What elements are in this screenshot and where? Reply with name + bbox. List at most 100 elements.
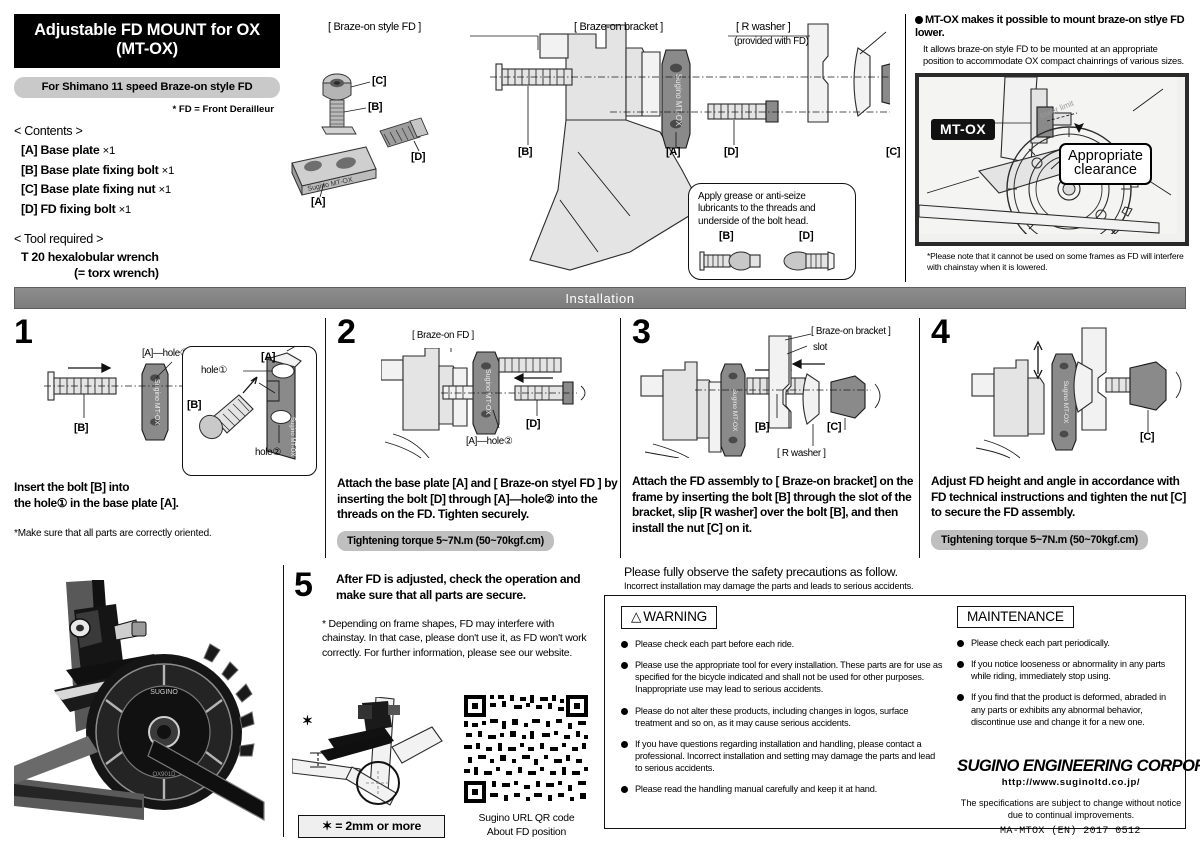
base-plate-3d: Sugino MT-OX bbox=[265, 352, 302, 460]
contents-item-tag: [A] bbox=[21, 143, 38, 158]
grease-bolt-icons bbox=[699, 251, 835, 271]
braze-on-bracket-drawing bbox=[807, 23, 829, 123]
mtox-headline-text: MT-OX makes it possible to mount braze-o… bbox=[915, 14, 1185, 39]
title-line-2: (MT-OX) bbox=[116, 40, 178, 59]
page-title: Adjustable FD MOUNT for OX (MT-OX) bbox=[14, 14, 280, 68]
contents-panel: Adjustable FD MOUNT for OX (MT-OX) For S… bbox=[14, 14, 280, 298]
warning-label: △WARNING bbox=[621, 606, 718, 629]
step-4-text: Adjust FD height and angle in accordance… bbox=[931, 474, 1187, 520]
inset-label-hole2: hole② bbox=[255, 447, 281, 458]
callout-line-2: clearance bbox=[1074, 162, 1137, 179]
grease-label-b: [B] bbox=[719, 230, 734, 242]
maintenance-label: MAINTENANCE bbox=[957, 606, 1074, 628]
contents-item-name: Base plate fixing bolt bbox=[40, 162, 159, 177]
tool-heading: < Tool required > bbox=[14, 231, 104, 246]
contents-item-qty: ×1 bbox=[102, 145, 116, 158]
grease-note-box: Apply grease or anti-seize lubricants to… bbox=[688, 183, 856, 280]
svg-text:Sugino MT-OX: Sugino MT-OX bbox=[1062, 381, 1069, 424]
step-5-clearance-figure bbox=[292, 697, 443, 806]
svg-text:Sugino MT-OX: Sugino MT-OX bbox=[731, 389, 738, 432]
mtox-headline: MT-OX makes it possible to mount braze-o… bbox=[915, 14, 1186, 40]
safety-subtitle: Incorrect installation may damage the pa… bbox=[624, 581, 914, 591]
step-3: 3 Sugino MT-OX bbox=[620, 315, 913, 558]
chainring-drawing bbox=[1006, 125, 1139, 234]
contents-item-name: FD fixing bolt bbox=[40, 201, 116, 216]
svg-text:SUGINO: SUGINO bbox=[150, 689, 178, 696]
contents-item-name: Base plate bbox=[40, 143, 100, 158]
warning-item: Please use the appropriate tool for ever… bbox=[621, 659, 943, 695]
step-4-figure: Sugino MT-OX bbox=[971, 327, 1182, 459]
grease-bolt-d-icon bbox=[783, 251, 835, 271]
step-3-figure: Sugino MT-OX bbox=[640, 333, 881, 458]
safety-body: △WARNING Please check each part before e… bbox=[604, 595, 1200, 829]
title-line-1: Adjustable FD MOUNT for OX bbox=[34, 21, 260, 39]
mtox-tag: MT-OX bbox=[931, 118, 995, 140]
step-1-number: 1 bbox=[14, 313, 33, 351]
svg-text:Sugino MT-OX: Sugino MT-OX bbox=[289, 417, 295, 456]
step-4-label-c: [C] bbox=[1140, 431, 1155, 443]
exploded-part-b: [B] bbox=[518, 146, 533, 158]
qr-caption-line-1: Sugino URL QR code bbox=[478, 813, 575, 824]
contents-item: [A] Base plate ×1 bbox=[14, 143, 280, 157]
step-3-label-slot: slot bbox=[813, 342, 828, 353]
nut-c-drawing bbox=[881, 63, 890, 105]
exploded-part-a: [A] bbox=[666, 146, 681, 158]
svg-text:Sugino MT-OX: Sugino MT-OX bbox=[674, 74, 683, 127]
contents-item-qty: ×1 bbox=[161, 164, 175, 177]
step-3-text: Attach the FD assembly to [ Braze-on bra… bbox=[632, 474, 914, 536]
svg-text:OX901D: OX901D bbox=[152, 772, 176, 778]
photo-label-b: [B] bbox=[368, 101, 383, 113]
inset-label-hole1: hole① bbox=[201, 365, 227, 376]
contents-item: [B] Base plate fixing bolt ×1 bbox=[14, 163, 280, 177]
step-2: 2 Sugino MT-OX bbox=[325, 315, 618, 558]
warning-column: △WARNING Please check each part before e… bbox=[621, 606, 943, 795]
safety-title: Please fully observe the safety precauti… bbox=[624, 565, 898, 579]
contents-item-tag: [D] bbox=[21, 201, 38, 216]
contents-heading: < Contents > bbox=[14, 123, 83, 138]
contents-item-name: Base plate fixing nut bbox=[40, 182, 156, 197]
exploded-part-d: [D] bbox=[724, 146, 739, 158]
contents-item-tag: [B] bbox=[21, 162, 38, 177]
mtox-benefit-panel: MT-OX makes it possible to mount braze-o… bbox=[905, 14, 1189, 282]
step-5: 5 After FD is adjusted, check the operat… bbox=[283, 565, 594, 839]
mtox-subtext: It allows braze-on style FD to be mounte… bbox=[923, 42, 1184, 66]
photo-label-a: [A] bbox=[311, 196, 326, 208]
maintenance-column: MAINTENANCE Please check each part perio… bbox=[957, 606, 1177, 728]
step-2-label-fd: [ Braze-on FD ] bbox=[412, 330, 474, 341]
label-braze-on-bracket: [ Braze-on bracket ] bbox=[574, 21, 664, 33]
step-2-label-a-hole2: [A]—hole② bbox=[466, 436, 513, 447]
warning-triangle-icon: △ bbox=[631, 609, 642, 624]
photo-part-d bbox=[379, 117, 429, 148]
step-2-torque: Tightening torque 5~7N.m (50~70kgf.cm) bbox=[337, 531, 554, 551]
exploded-diagram: Sugino MT-OX bbox=[328, 20, 901, 282]
maintenance-item: If you notice looseness or abnormality i… bbox=[957, 658, 1177, 682]
brand-block: SUGINO ENGINEERING CORPORATION http://ww… bbox=[957, 756, 1200, 821]
qr-code bbox=[462, 693, 590, 805]
braze-on-fd-drawing bbox=[529, 24, 703, 271]
step-1-label-a-hole1: [A]—hole① bbox=[142, 348, 189, 359]
maintenance-item: Please check each part periodically. bbox=[957, 637, 1177, 649]
contents-item-qty: ×1 bbox=[158, 184, 172, 197]
bolt-d-drawing bbox=[707, 100, 779, 123]
contents-item: [D] FD fixing bolt ×1 bbox=[14, 202, 280, 216]
step-5-number: 5 bbox=[294, 566, 313, 604]
mtox-figure: MT-OX lower limit Appropriate clearance bbox=[915, 72, 1189, 246]
warning-item: Please read the handling manual carefull… bbox=[621, 783, 943, 795]
maintenance-item: If you find that the product is deformed… bbox=[957, 691, 1177, 727]
grease-bolt-b-icon bbox=[699, 251, 761, 271]
company-url: http://www.suginoltd.co.jp/ bbox=[1001, 777, 1141, 788]
inset-label-b: [B] bbox=[187, 399, 202, 411]
base-plate-a-drawing: Sugino MT-OX bbox=[661, 49, 691, 149]
step-2-figure: Sugino MT-OX bbox=[381, 348, 586, 458]
step-4-number: 4 bbox=[931, 313, 950, 351]
label-r-washer-sub: (provided with FD) bbox=[734, 36, 809, 47]
label-braze-on-style-fd: [ Braze-on style FD ] bbox=[328, 21, 421, 33]
spec-disclaimer-line-2: due to continual improvements. bbox=[1007, 810, 1135, 820]
spec-disclaimer-line-1: The specifications are subject to change… bbox=[960, 798, 1182, 808]
clearance-caption: ✶ = 2mm or more bbox=[298, 815, 445, 838]
qr-caption: Sugino URL QR code About FD position bbox=[459, 812, 594, 839]
installation-banner: Installation bbox=[14, 287, 1186, 309]
bullet-icon bbox=[915, 16, 923, 24]
step-2-text: Attach the base plate [A] and [ Braze-on… bbox=[337, 476, 618, 522]
step-4: 4 Sugino MT-OX bbox=[919, 313, 1186, 558]
